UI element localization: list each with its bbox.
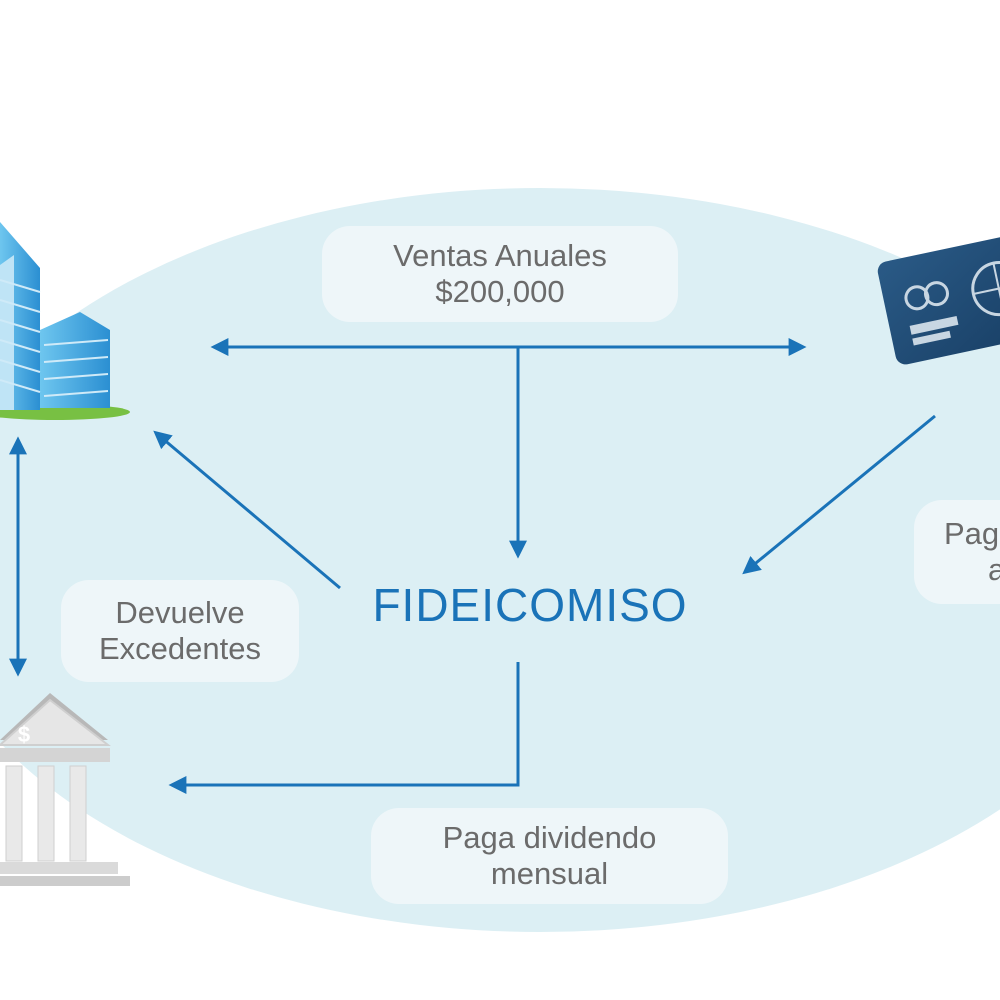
sales-label-line2: $200,000: [435, 274, 565, 309]
fideicomiso-title: FIDEICOMISO: [372, 579, 688, 631]
card-payment-label: Pag a: [914, 500, 1000, 604]
surplus-label-line2: Excedentes: [99, 631, 261, 666]
background-ellipse: [0, 188, 1000, 932]
sales-label: Ventas Anuales $200,000: [322, 226, 678, 322]
surplus-label: Devuelve Excedentes: [61, 580, 299, 682]
dividend-label: Paga dividendo mensual: [371, 808, 728, 904]
dividend-label-line1: Paga dividendo: [442, 820, 657, 855]
building-icon: [0, 222, 130, 420]
arrow-fideicomiso-to-building: [153, 430, 341, 590]
card-payment-label-line2: a: [988, 552, 1000, 587]
arrow-card-to-fideicomiso: [742, 414, 936, 575]
card-payment-label-line1: Pag: [944, 516, 1000, 551]
surplus-label-line1: Devuelve: [115, 595, 245, 630]
credit-card-icon: [877, 230, 1000, 365]
bank-dollar-symbol: $: [18, 722, 30, 747]
arrows: [9, 338, 936, 794]
bank-icon: $: [0, 693, 130, 886]
dividend-label-line2: mensual: [490, 856, 609, 891]
sales-label-line1: Ventas Anuales: [393, 238, 607, 273]
arrow-fideicomiso-to-bank: [168, 662, 520, 794]
